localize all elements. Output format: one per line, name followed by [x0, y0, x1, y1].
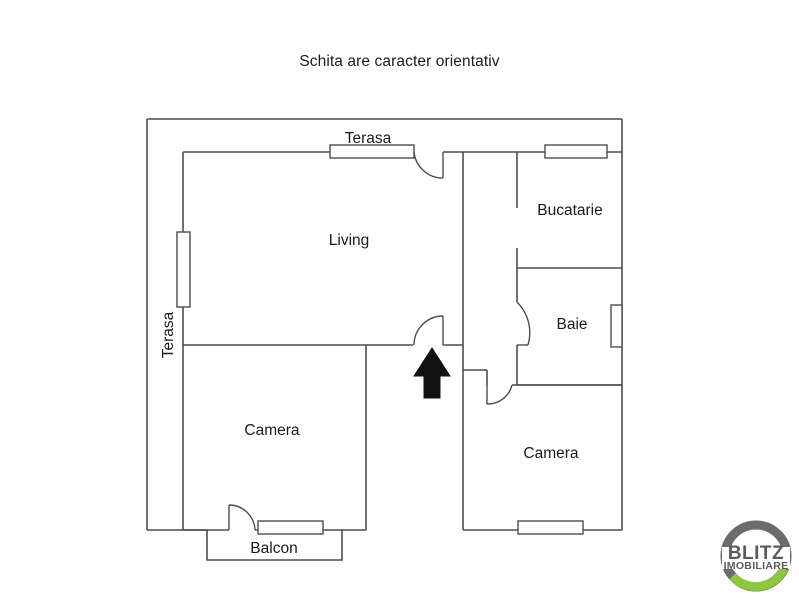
- window-kitchen: [544, 144, 608, 159]
- room-label-bucatarie: Bucatarie: [537, 202, 602, 219]
- doors: [228, 151, 531, 531]
- window-terrace-top: [329, 144, 415, 159]
- outer-boundary-walls: [146, 118, 623, 531]
- balcony-outline: [206, 530, 343, 561]
- door-terrace-arc: [413, 151, 444, 179]
- windows: [176, 144, 623, 535]
- page-title: Schita are caracter orientativ: [299, 53, 500, 70]
- room-label-living: Living: [329, 232, 370, 249]
- door-terrace: [413, 151, 444, 179]
- door-entry-arc: [413, 315, 444, 346]
- window-living-left: [176, 231, 191, 308]
- room-label-terasa-left: Terasa: [160, 311, 177, 358]
- room-label-camera-left: Camera: [244, 422, 300, 439]
- entrance-direction-arrow: [413, 347, 451, 399]
- logo-text-plate: [722, 547, 790, 569]
- window-balcony: [257, 520, 324, 535]
- room-label-terasa-top: Terasa: [345, 130, 392, 147]
- logo-ring-green-accent: [729, 566, 788, 592]
- window-bathroom: [610, 304, 623, 348]
- door-right-camera: [486, 384, 513, 405]
- room-label-baie: Baie: [556, 316, 587, 333]
- logo-secondary-text: IMOBILIARE: [724, 560, 789, 572]
- door-entry: [413, 315, 444, 346]
- door-balcony-arc: [228, 504, 256, 531]
- window-right-camera: [517, 520, 584, 535]
- room-label-balcon: Balcon: [250, 540, 297, 557]
- door-bathroom: [516, 301, 531, 346]
- arrow-shape: [413, 347, 451, 399]
- blitz-imobiliare-logo: BLITZ IMOBILIARE: [720, 520, 792, 592]
- door-balcony: [228, 504, 256, 531]
- door-right-camera-arc: [486, 384, 513, 405]
- logo-primary-text: BLITZ: [728, 543, 784, 564]
- room-label-camera-right: Camera: [523, 445, 579, 462]
- door-bathroom-arc: [516, 301, 531, 346]
